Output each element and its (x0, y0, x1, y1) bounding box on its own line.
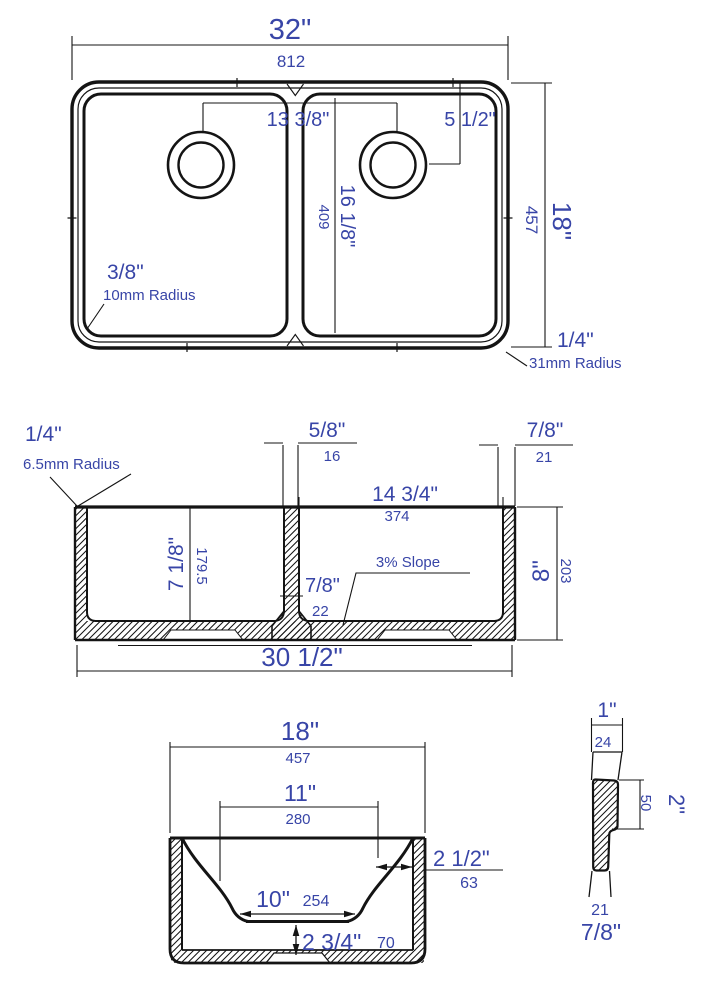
profile-top-in-label: 1" (597, 699, 616, 722)
outer-radius-note-label: 31mm Radius (529, 355, 622, 372)
top-width-in-label: 32" (269, 14, 312, 46)
rim-radius-in-label: 1/4" (25, 423, 62, 446)
top-width-mm-label: 812 (277, 52, 305, 71)
drain-setback-label: 5 1/2" (444, 109, 496, 131)
base-height-mm-label: 70 (377, 935, 395, 952)
floor-step-mm-label: 22 (312, 603, 329, 620)
side-section-view: 18" 457 11" 280 2 1/2" 63 10" 254 2 3/4"… (168, 716, 503, 965)
profile-upper-in-label: 2" (664, 794, 689, 814)
top-thickness-mm-label: 63 (460, 875, 478, 892)
base-width-label: 30 1/2" (261, 642, 343, 672)
inner-radius-note-label: 10mm Radius (103, 287, 196, 304)
rim-radius-note-label: 6.5mm Radius (23, 456, 120, 473)
wall-profile-view: 1" 24 2" 50 21 7/8" (581, 699, 689, 945)
slope-label: 3% Slope (376, 554, 440, 571)
profile-bottom-in-label: 7/8" (581, 919, 621, 945)
opening-mm-label: 280 (285, 811, 310, 828)
front-height-mm-label: 203 (557, 558, 574, 583)
outer-radius-in-label: 1/4" (557, 329, 594, 352)
top-depth-mm-label: 457 (522, 206, 541, 234)
wall-width-in-label: 7/8" (527, 419, 564, 442)
floor-in-label: 10" (256, 886, 290, 912)
bowl-depth-mm-label: 179.5 (193, 547, 210, 585)
side-depth-mm-label: 457 (285, 750, 310, 767)
divider-width-in-label: 5/8" (309, 419, 346, 442)
side-depth-in-label: 18" (281, 716, 319, 746)
top-view: 32" 812 13 3/8" 5 1/2" 16 1/8" 409 18" (67, 14, 622, 372)
front-section-view: 7 1/8" 179.5 5/8" 16 7/8" 21 14 3/4" 374… (23, 419, 574, 677)
bowl-width-in-label: 14 3/4" (372, 483, 438, 506)
bowl-interior-in-label: 16 1/8" (336, 185, 358, 248)
profile-top-mm-label: 24 (595, 734, 612, 751)
divider-width-mm-label: 16 (324, 448, 341, 465)
profile-upper-mm-label: 50 (637, 795, 654, 812)
base-height-in-label: 2 3/4" (302, 929, 361, 955)
right-drain-icon (358, 130, 428, 200)
bowl-interior-mm-label: 409 (315, 204, 332, 229)
bowl-depth-in-label: 7 1/8" (165, 537, 188, 591)
floor-mm-label: 254 (303, 893, 330, 910)
drain-spacing-label: 13 3/8" (267, 109, 330, 131)
left-drain-icon (166, 130, 236, 200)
front-height-in-label: 8" (528, 560, 555, 582)
top-thickness-in-label: 2 1/2" (433, 846, 490, 871)
opening-in-label: 11" (284, 780, 316, 806)
top-depth-in-label: 18" (547, 202, 577, 240)
profile-bottom-mm-label: 21 (591, 902, 609, 919)
floor-step-in-label: 7/8" (305, 575, 340, 597)
bowl-width-mm-label: 374 (384, 508, 409, 525)
inner-radius-in-label: 3/8" (107, 261, 144, 284)
wall-width-mm-label: 21 (536, 449, 553, 466)
